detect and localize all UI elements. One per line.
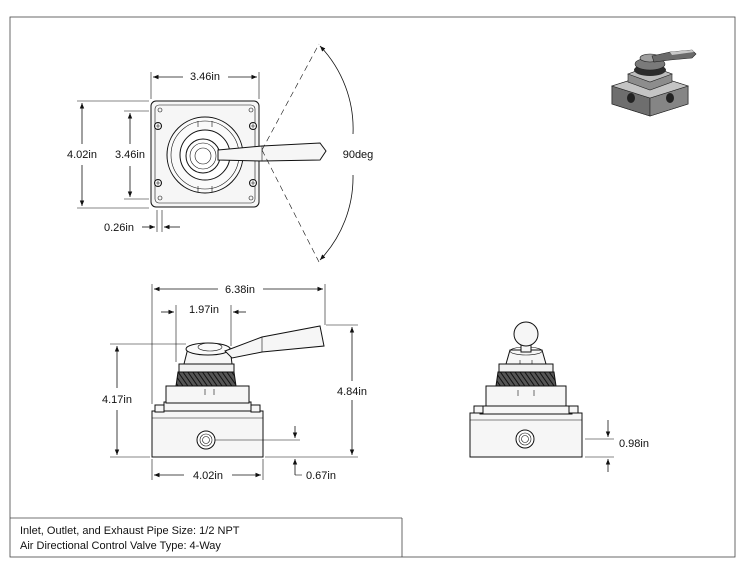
side-view-thread [495, 371, 557, 387]
dim-top-outer-height: 4.02in [67, 149, 97, 161]
top-view-dimensions: 3.46in 4.02in 3.46in 0.26in 90deg [67, 43, 374, 263]
isometric-render [611, 49, 697, 117]
front-view-cap [165, 385, 250, 404]
dim-front-overall-width: 6.38in [225, 284, 255, 296]
dim-side-port-height: 0.98in [619, 438, 649, 450]
dim-front-overall-height: 4.84in [337, 386, 367, 398]
port-icon [515, 429, 535, 449]
port-icon [627, 93, 635, 103]
note-valve-type: Air Directional Control Valve Type: 4-Wa… [20, 540, 221, 552]
side-view-handle-knob [513, 321, 539, 347]
front-view-dimensions: 6.38in 1.97in 4.17in 4.84in 4.02in 0.67i… [102, 284, 367, 482]
note-pipe-size: Inlet, Outlet, and Exhaust Pipe Size: 1/… [20, 525, 240, 537]
front-view-handle [224, 325, 325, 359]
dim-top-inner-height: 3.46in [115, 149, 145, 161]
port-icon [666, 93, 674, 103]
dim-front-base-width: 4.02in [193, 470, 223, 482]
top-view [150, 100, 327, 208]
front-view [151, 325, 325, 458]
dim-rotation: 90deg [343, 149, 374, 161]
side-view [469, 321, 583, 458]
side-view-cap [485, 385, 567, 407]
dim-top-width: 3.46in [190, 71, 220, 83]
dial-knob [185, 138, 221, 174]
dim-front-body-height: 4.17in [102, 394, 132, 406]
dim-front-port-offset: 0.67in [306, 470, 336, 482]
top-view-handle [217, 142, 327, 162]
front-view-thread [175, 371, 237, 387]
dim-front-handle-offset: 1.97in [189, 304, 219, 316]
drawing-border [9, 16, 736, 558]
side-view-dimensions: 0.98in [585, 420, 649, 472]
dim-edge-offset: 0.26in [104, 222, 134, 234]
